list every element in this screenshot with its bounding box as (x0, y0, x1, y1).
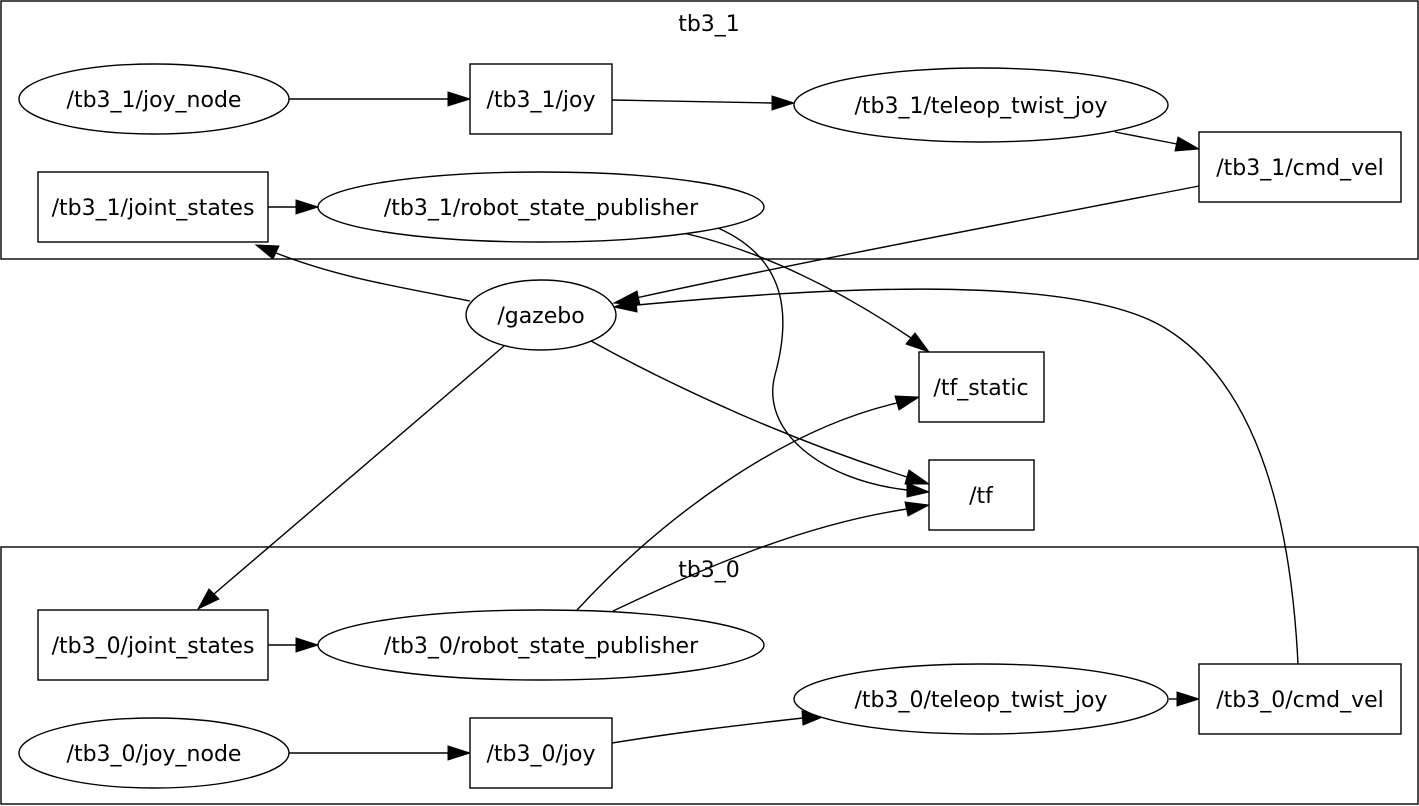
topic-label: /tb3_0/cmd_vel (1216, 688, 1384, 713)
topic-label: /tb3_0/joint_states (52, 634, 255, 659)
topic-tb3-1-joy[interactable]: /tb3_1/joy (469, 63, 613, 135)
topic-tf-static[interactable]: /tf_static (918, 351, 1045, 423)
cluster-tb3-1-label: tb3_1 (678, 12, 740, 37)
edge-tb3-1-rsp-to-tf (717, 227, 931, 498)
edge-tb3-0-joint-states-to-rsp (268, 637, 320, 653)
node-label: /tb3_1/robot_state_publisher (384, 196, 699, 221)
edge-gazebo-to-tb3-1-joint-states (254, 244, 471, 302)
node-label: /gazebo (497, 304, 584, 329)
edge-tb3-0-rsp-to-tf-static (576, 395, 921, 611)
topic-tb3-0-cmd-vel[interactable]: /tb3_0/cmd_vel (1198, 663, 1402, 735)
topic-tb3-0-joy[interactable]: /tb3_0/joy (469, 717, 613, 789)
edge-tb3-0-teleop-to-cmd-vel (1169, 691, 1201, 707)
edge-tb3-0-rsp-to-tf (612, 501, 931, 612)
node-label: /tb3_0/joy_node (67, 742, 242, 767)
topic-tf[interactable]: /tf (928, 459, 1035, 531)
node-tb3-1-joy-node[interactable]: /tb3_1/joy_node (18, 63, 290, 135)
topic-label: /tf (969, 484, 994, 509)
topic-tb3-0-joint-states[interactable]: /tb3_0/joint_states (37, 609, 269, 681)
nodes: /tb3_1/joy_node /tb3_1/joy /tb3_1/teleop… (18, 63, 1402, 789)
node-tb3-1-robot-state-publisher[interactable]: /tb3_1/robot_state_publisher (317, 171, 765, 243)
edge-tb3-1-joy-to-teleop (611, 95, 796, 111)
node-label: /tb3_1/teleop_twist_joy (854, 94, 1107, 119)
edge-gazebo-to-tb3-0-joint-states (196, 345, 505, 611)
edge-tb3-1-rsp-to-tf-static (682, 232, 931, 354)
node-tb3-0-robot-state-publisher[interactable]: /tb3_0/robot_state_publisher (317, 609, 765, 681)
node-tb3-0-joy-node[interactable]: /tb3_0/joy_node (18, 717, 290, 789)
edges (196, 91, 1299, 761)
topic-label: /tb3_1/cmd_vel (1216, 156, 1384, 181)
node-label: /tb3_0/teleop_twist_joy (854, 688, 1107, 713)
cluster-tb3-0-label: tb3_0 (678, 558, 740, 583)
topic-label: /tb3_1/joint_states (52, 196, 255, 221)
edge-tb3-0-joy-to-teleop (611, 710, 827, 744)
topic-label: /tf_static (933, 376, 1028, 401)
node-tb3-1-teleop-twist-joy[interactable]: /tb3_1/teleop_twist_joy (793, 67, 1169, 143)
edge-tb3-1-teleop-to-cmd-vel (1114, 131, 1201, 152)
edge-tb3-0-cmd-vel-to-gazebo (612, 288, 1299, 665)
topic-label: /tb3_1/joy (486, 88, 595, 113)
edge-tb3-1-joint-states-to-rsp (268, 199, 320, 215)
cluster-tb3-1: tb3_1 (0, 0, 1419, 260)
node-tb3-0-teleop-twist-joy[interactable]: /tb3_0/teleop_twist_joy (793, 663, 1169, 735)
edge-tb3-0-joy-node-to-joy (289, 745, 472, 761)
cluster-tb3-0: tb3_0 (0, 546, 1419, 805)
node-gazebo[interactable]: /gazebo (465, 279, 617, 351)
node-label: /tb3_1/joy_node (67, 88, 242, 113)
topic-tb3-1-cmd-vel[interactable]: /tb3_1/cmd_vel (1198, 131, 1402, 203)
edge-tb3-1-joy-node-to-joy (289, 91, 472, 107)
topic-label: /tb3_0/joy (486, 742, 595, 767)
edge-gazebo-to-tf (590, 340, 931, 485)
topic-tb3-1-joint-states[interactable]: /tb3_1/joint_states (37, 171, 269, 243)
node-label: /tb3_0/robot_state_publisher (384, 634, 699, 659)
